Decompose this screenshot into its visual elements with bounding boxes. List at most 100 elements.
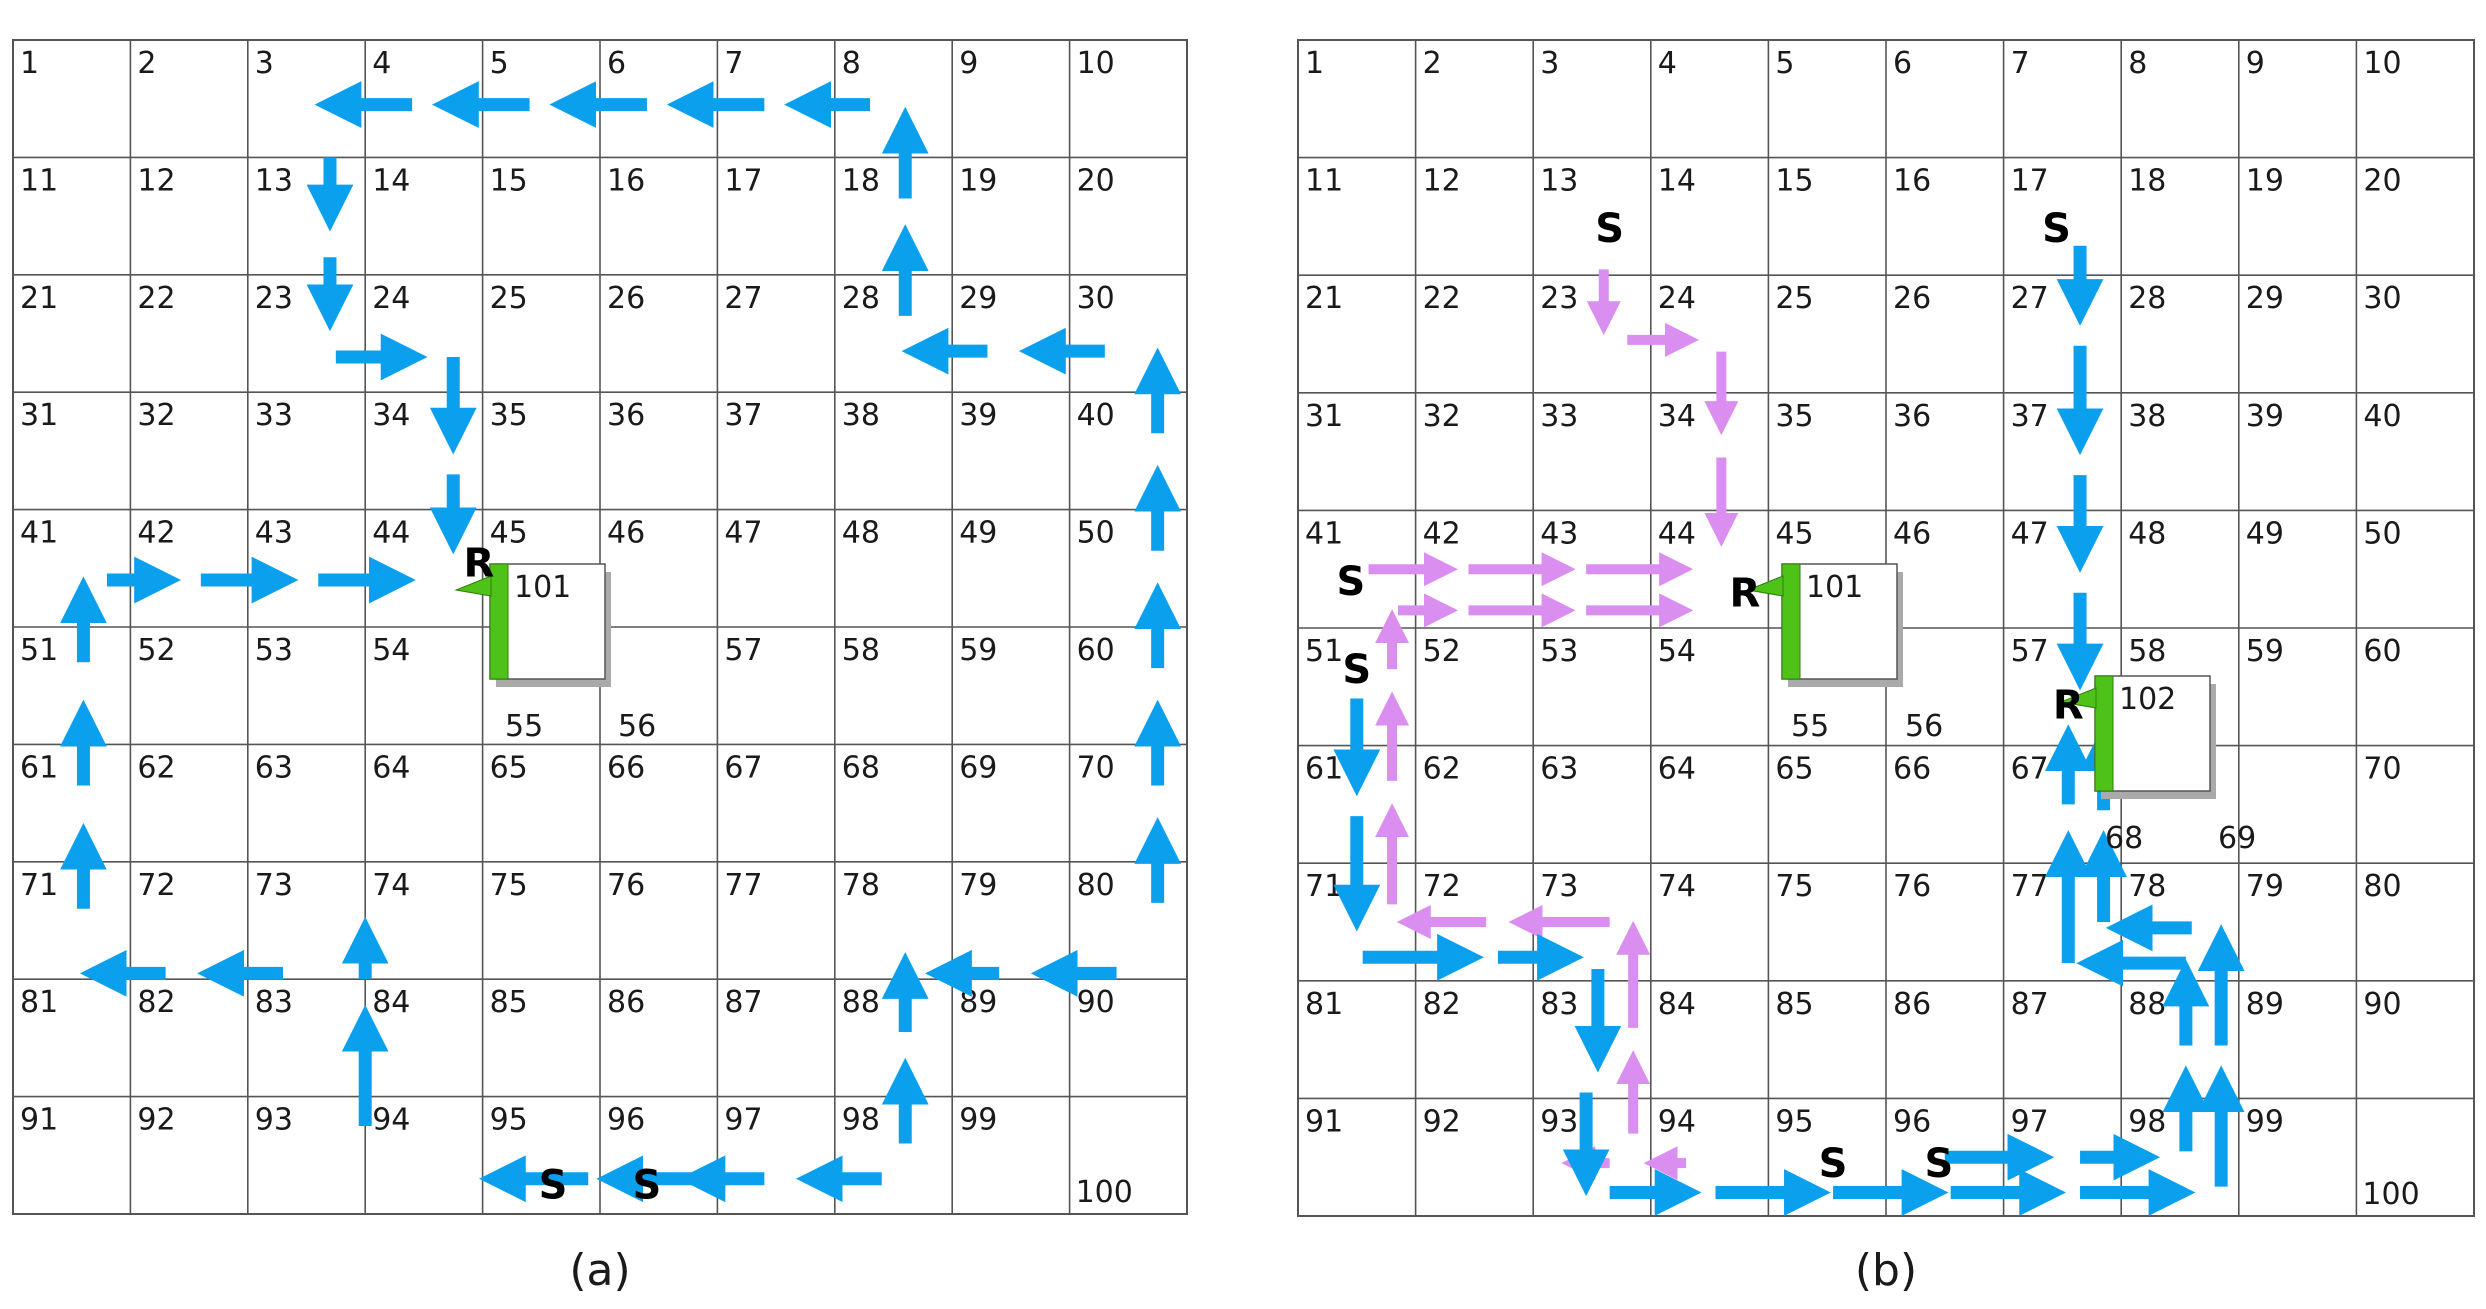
gateway-label: 101 bbox=[1806, 570, 1863, 605]
cell-label: 12 bbox=[137, 163, 175, 198]
cell-label: 57 bbox=[724, 633, 762, 668]
cell-label: 34 bbox=[372, 398, 410, 433]
cell-label: 20 bbox=[1077, 163, 1115, 198]
cell-label: 76 bbox=[607, 868, 645, 903]
cell-label: 58 bbox=[842, 633, 880, 668]
cell-label: 100 bbox=[1076, 1175, 1133, 1210]
gateway-label: 102 bbox=[2119, 682, 2176, 717]
cell-label: 1 bbox=[1305, 46, 1324, 81]
cell-label: 77 bbox=[724, 868, 762, 903]
cell-label: 59 bbox=[959, 633, 997, 668]
cell-label: 82 bbox=[1423, 987, 1461, 1022]
gateway-pointer bbox=[454, 575, 492, 597]
cell-label: 18 bbox=[2128, 164, 2166, 199]
cell-label: 6 bbox=[1893, 46, 1912, 81]
cell-label: 23 bbox=[255, 281, 293, 316]
cell-label: 5 bbox=[1775, 46, 1794, 81]
cell-label: 46 bbox=[607, 516, 645, 551]
cell-label: 56 bbox=[1905, 709, 1943, 744]
cell-label: 12 bbox=[1423, 164, 1461, 199]
cell-label: 79 bbox=[2246, 869, 2284, 904]
cell-label: 74 bbox=[1658, 869, 1696, 904]
cell-label: 13 bbox=[255, 163, 293, 198]
cell-label: 24 bbox=[1658, 281, 1696, 316]
cell-label: 20 bbox=[2363, 164, 2401, 199]
cell-label: 54 bbox=[1658, 634, 1696, 669]
cell-label: 26 bbox=[1893, 281, 1931, 316]
cell-label: 17 bbox=[724, 163, 762, 198]
paths-b bbox=[1333, 245, 2245, 1216]
cell-label: 80 bbox=[1077, 868, 1115, 903]
cell-label: 8 bbox=[842, 46, 861, 81]
cell-label: 27 bbox=[2011, 281, 2049, 316]
gateway-pointer bbox=[2059, 687, 2097, 709]
cell-label: 58 bbox=[2128, 634, 2166, 669]
cell-label: 66 bbox=[1893, 752, 1931, 787]
cell-label: 60 bbox=[2363, 634, 2401, 669]
cell-label: 2 bbox=[1423, 46, 1442, 81]
cell-label: 69 bbox=[959, 750, 997, 785]
cell-label: 97 bbox=[2011, 1104, 2049, 1139]
cell-label: 59 bbox=[2246, 634, 2284, 669]
cell-label: 61 bbox=[1305, 752, 1343, 787]
cell-label: 78 bbox=[2128, 869, 2166, 904]
cell-label: 35 bbox=[1775, 399, 1813, 434]
cell-label: 68 bbox=[2105, 821, 2143, 856]
receiver-marker: R bbox=[1729, 571, 1760, 617]
cell-label: 28 bbox=[842, 281, 880, 316]
cell-label: 6 bbox=[607, 46, 626, 81]
cell-label: 11 bbox=[1305, 164, 1343, 199]
cell-label: 53 bbox=[255, 633, 293, 668]
cell-label: 60 bbox=[1077, 633, 1115, 668]
gateway-green-bar bbox=[1781, 563, 1801, 680]
cell-label: 48 bbox=[842, 516, 880, 551]
cell-label: 14 bbox=[372, 163, 410, 198]
cell-label: 52 bbox=[137, 633, 175, 668]
cell-label: 43 bbox=[1540, 516, 1578, 551]
cell-label: 67 bbox=[2011, 752, 2049, 787]
cell-label: 100 bbox=[2362, 1177, 2419, 1212]
cell-label: 21 bbox=[20, 281, 58, 316]
cell-label: 35 bbox=[490, 398, 528, 433]
cell-label: 36 bbox=[1893, 399, 1931, 434]
cell-label: 76 bbox=[1893, 869, 1931, 904]
cell-label: 27 bbox=[724, 281, 762, 316]
cell-label: 21 bbox=[1305, 281, 1343, 316]
sender-marker: S bbox=[1342, 647, 1371, 693]
cell-label: 99 bbox=[959, 1103, 997, 1138]
caption-b: (b) bbox=[1855, 1245, 1917, 1296]
sender-marker: S bbox=[2042, 206, 2071, 252]
cell-label: 85 bbox=[1775, 987, 1813, 1022]
cell-label: 97 bbox=[724, 1103, 762, 1138]
cell-label: 73 bbox=[1540, 869, 1578, 904]
cell-label: 10 bbox=[2363, 46, 2401, 81]
cell-label: 89 bbox=[2246, 987, 2284, 1022]
cell-label: 96 bbox=[607, 1103, 645, 1138]
cell-label: 15 bbox=[490, 163, 528, 198]
cell-label: 4 bbox=[372, 46, 391, 81]
cell-label: 62 bbox=[137, 750, 175, 785]
cell-label: 91 bbox=[1305, 1104, 1343, 1139]
cell-label: 14 bbox=[1658, 164, 1696, 199]
cell-label: 16 bbox=[607, 163, 645, 198]
paths-a bbox=[60, 81, 1182, 1203]
cell-label: 47 bbox=[2011, 516, 2049, 551]
cell-label: 51 bbox=[20, 633, 58, 668]
gateway-panel bbox=[489, 563, 606, 680]
cell-label: 37 bbox=[2011, 399, 2049, 434]
cell-label: 37 bbox=[724, 398, 762, 433]
cell-label: 87 bbox=[724, 985, 762, 1020]
receiver-marker: R bbox=[464, 540, 495, 586]
cell-label: 88 bbox=[2128, 987, 2166, 1022]
sender-marker: S bbox=[1925, 1141, 1954, 1187]
cell-label: 16 bbox=[1893, 164, 1931, 199]
cell-label: 30 bbox=[2363, 281, 2401, 316]
cell-label: 73 bbox=[255, 868, 293, 903]
cell-label: 70 bbox=[2363, 752, 2401, 787]
